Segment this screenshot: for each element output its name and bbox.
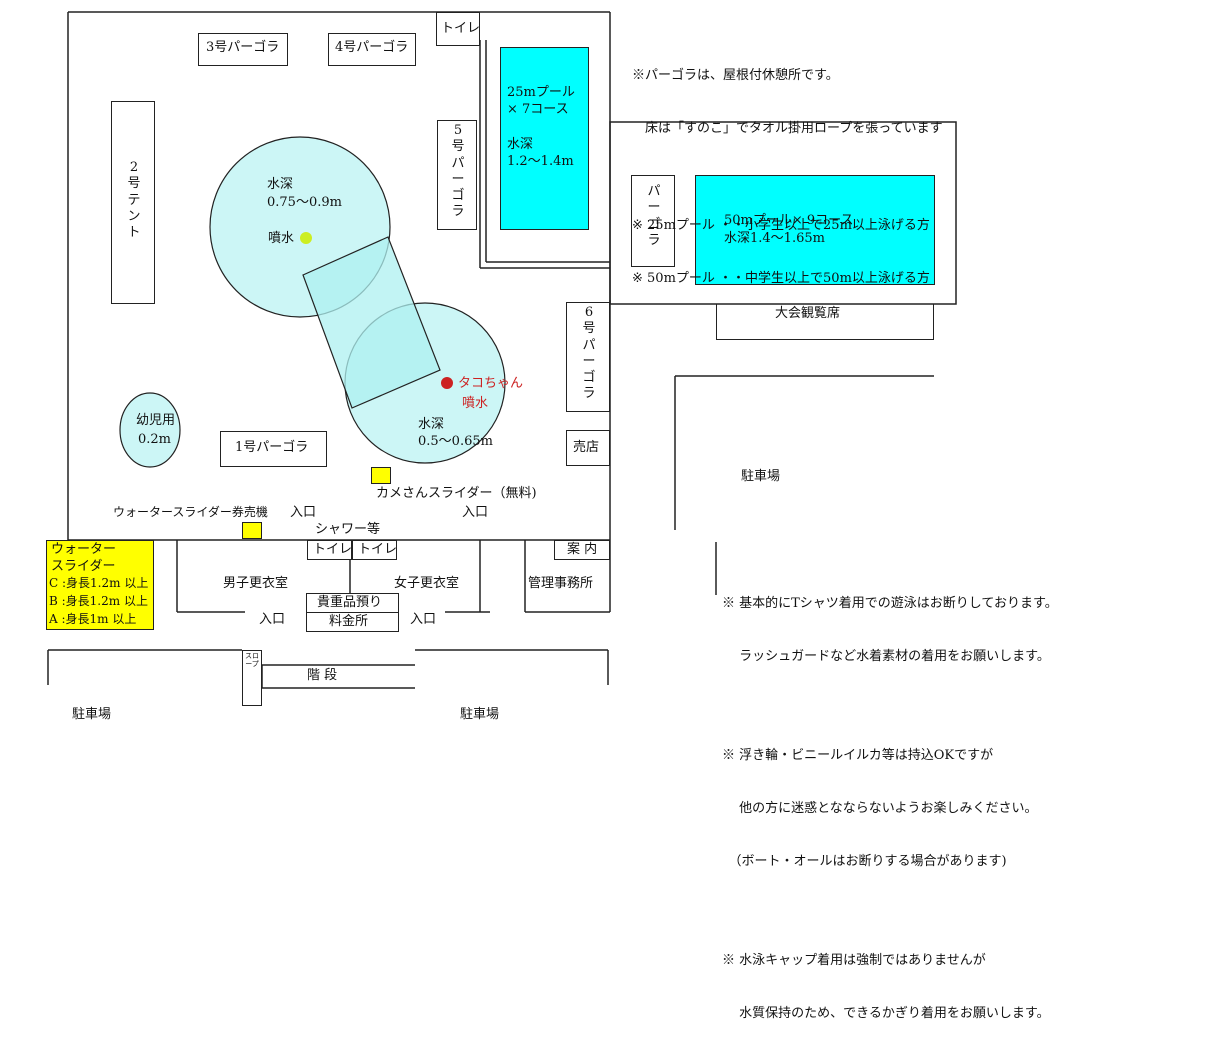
info-desk: 案 内 <box>554 540 610 560</box>
note-line: ※ 基本的にTシャツ着用での遊泳はお断りしております。 <box>722 596 1058 612</box>
slope: スロープ <box>242 650 262 706</box>
pool-25m-depth-label: 水深 <box>507 137 534 152</box>
ticket-machine-marker <box>242 522 262 539</box>
note-line: 他の方に迷惑となならないようお楽しみください。 <box>722 801 1038 817</box>
womens-locker-label: 女子更衣室 <box>394 576 460 591</box>
lower-pool-depth-label: 水深 <box>418 417 445 432</box>
pergola-50m-label: パ ー ゴ ラ <box>647 184 661 248</box>
entrance-label-2: 入口 <box>462 505 489 520</box>
pool-50m: 50mプール× 9コース 水深1.4〜1.65m <box>695 175 935 285</box>
pool-25m-line1: 25mプール <box>507 85 575 100</box>
info-desk-label: 案 内 <box>567 542 598 557</box>
toilet-top-label: トイレ <box>441 21 481 36</box>
toilet-men: トイレ <box>307 540 352 560</box>
note-line: ※ 浮き輪・ビニールイルカ等は持込OKですが <box>722 748 994 764</box>
tako-fountain-name: タコちゃん <box>458 376 524 391</box>
stands-label: 大会観覧席 <box>775 306 841 321</box>
note-line: 水質保持のため、できるかぎり着用をお願いします。 <box>722 1006 1050 1022</box>
shop: 売店 <box>566 430 610 466</box>
site-map-lines <box>47 11 957 689</box>
office-label: 管理事務所 <box>528 576 594 591</box>
slope-label: スロープ <box>245 652 259 668</box>
upper-pool-depth-label: 水深 <box>267 177 294 192</box>
note-line: ※パーゴラは、屋根付休憩所です。 <box>632 68 839 84</box>
water-slider-b: B :身長1.2m 以上 <box>49 594 148 608</box>
pergola-4: 4号パーゴラ <box>328 33 416 66</box>
lower-pool-depth: 0.5〜0.65m <box>418 434 493 449</box>
fee-office-label: 料金所 <box>329 614 369 629</box>
pergola-1-label: 1号パーゴラ <box>235 440 309 455</box>
parking-label-center: 駐車場 <box>460 707 500 722</box>
entrance-label-4: 入口 <box>410 612 437 627</box>
kids-pool-label: 幼児用 <box>136 413 176 428</box>
pergola-5: 5 号 パ ー ゴ ラ <box>437 120 477 230</box>
note-line: 床は「すのこ」でタオル掛用ロープを張っています <box>632 120 943 136</box>
parking-label-left: 駐車場 <box>72 707 112 722</box>
upper-pool-depth: 0.75〜0.9m <box>267 195 342 210</box>
water-slider-legend: ウォーター スライダー C :身長1.2m 以上 B :身長1.2m 以上 A … <box>46 540 154 630</box>
pergola-6: 6 号 パ ー ゴ ラ <box>566 302 610 412</box>
note-line: ※ 50mプール ・・中学生以上で50m以上泳げる方 <box>632 271 930 287</box>
valuables-label: 貴重品預り <box>317 595 383 610</box>
pool-50m-line1: 50mプール× 9コース <box>724 213 854 228</box>
notes-bottom: ※ 基本的にTシャツ着用での遊泳はお断りしております。 ラッシュガードなど水着素… <box>722 560 1058 1040</box>
pergola-50m: パ ー ゴ ラ <box>631 175 675 267</box>
note-line: ラッシュガードなど水着素材の着用をお願いします。 <box>722 648 1050 664</box>
pergola-6-label: 6 号 パ ー ゴ ラ <box>582 305 596 402</box>
pool-25m-line2: × 7コース <box>507 102 569 117</box>
water-slider-a: A :身長1m 以上 <box>49 612 137 626</box>
entrance-label-3: 入口 <box>259 612 286 627</box>
ticket-machine-label: ウォータースライダー券売機 <box>113 505 268 519</box>
toilet-top: トイレ <box>436 12 480 46</box>
water-slider-title-1: ウォーター <box>51 542 117 557</box>
entrance-label-1: 入口 <box>290 505 317 520</box>
pergola-1: 1号パーゴラ <box>220 431 327 467</box>
pool-25m: 25mプール × 7コース 水深 1.2〜1.4m <box>500 47 589 230</box>
pool-50m-line2: 水深1.4〜1.65m <box>724 231 825 246</box>
upper-pool-fountain: 噴水 <box>268 231 295 246</box>
valuables-counter: 貴重品預り <box>306 593 399 613</box>
notes-top: ※パーゴラは、屋根付休憩所です。 床は「すのこ」でタオル掛用ロープを張っています… <box>632 32 943 305</box>
pergola-3: 3号パーゴラ <box>198 33 288 66</box>
water-slider-title-2: スライダー <box>51 559 116 574</box>
kame-slider-label: カメさんスライダー（無料) <box>376 486 537 501</box>
toilet-women: トイレ <box>352 540 397 560</box>
pool-25m-depth: 1.2〜1.4m <box>507 154 574 169</box>
note-line: （ボート・オールはお断りする場合があります) <box>722 853 1007 869</box>
stairs-label: 階 段 <box>307 668 338 683</box>
parking-label-right: 駐車場 <box>741 469 781 484</box>
shop-label: 売店 <box>573 440 600 455</box>
pergola-5-label: 5 号 パ ー ゴ ラ <box>451 123 465 220</box>
pergola-3-label: 3号パーゴラ <box>206 40 280 55</box>
kame-slider-marker <box>371 467 391 484</box>
kids-pool-depth: 0.2m <box>138 432 172 447</box>
tent-2-label: 2 号 テ ン ト <box>127 160 141 240</box>
toilet-women-label: トイレ <box>358 542 398 557</box>
fee-office: 料金所 <box>306 612 399 632</box>
tako-fountain-label: 噴水 <box>462 396 489 411</box>
stands: 大会観覧席 <box>716 304 934 340</box>
pergola-4-label: 4号パーゴラ <box>335 40 409 55</box>
toilet-men-label: トイレ <box>313 542 353 557</box>
tent-2: 2 号 テ ン ト <box>111 101 155 304</box>
mens-locker-label: 男子更衣室 <box>223 576 289 591</box>
shower-label: シャワー等 <box>315 522 381 537</box>
water-slider-c: C :身長1.2m 以上 <box>49 576 149 590</box>
note-line: ※ 25mプール ・・小学生以上で25m以上泳げる方 <box>632 218 930 234</box>
note-line: ※ 水泳キャップ着用は強制ではありませんが <box>722 953 986 969</box>
